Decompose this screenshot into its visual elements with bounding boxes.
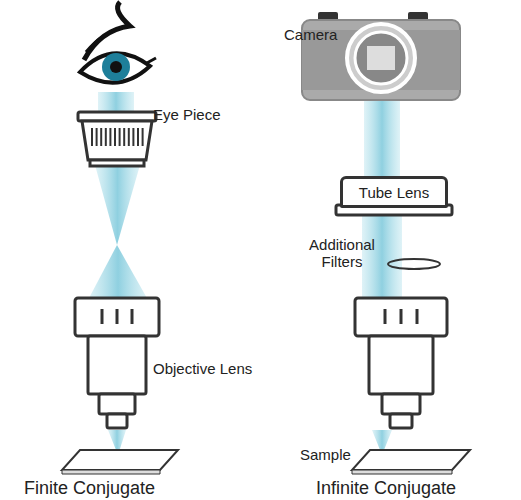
eye-icon (80, 2, 156, 83)
knurl-stroke (123, 128, 125, 146)
knurl-stroke (96, 128, 98, 146)
objective-lens (75, 298, 159, 428)
filter-symbol (388, 259, 440, 269)
knurl-stroke (142, 128, 144, 146)
part-label: Additional Filters (296, 236, 388, 270)
knurl-stroke (105, 128, 107, 146)
knurl-stroke (100, 128, 102, 146)
slide (352, 450, 470, 474)
part-label: Camera (284, 26, 337, 43)
figure-caption: Finite Conjugate (24, 478, 155, 498)
knurl-stroke (114, 128, 116, 146)
objective-lens (355, 298, 447, 428)
eyepiece (78, 112, 156, 166)
part-label: Sample (300, 446, 351, 463)
knurl-stroke (128, 128, 130, 146)
figure-caption: Infinite Conjugate (316, 478, 456, 498)
tube-lens-box: Tube Lens (340, 176, 448, 208)
knurl-stroke (91, 128, 93, 146)
knurl-stroke (137, 128, 139, 146)
part-label: Eye Piece (153, 106, 221, 123)
knurl-stroke (119, 128, 121, 146)
slide (62, 450, 178, 474)
part-label: Objective Lens (153, 360, 252, 377)
knurl-stroke (109, 128, 111, 146)
knurl-stroke (132, 128, 134, 146)
node-text: Tube Lens (359, 184, 429, 201)
camera-icon (302, 12, 460, 100)
